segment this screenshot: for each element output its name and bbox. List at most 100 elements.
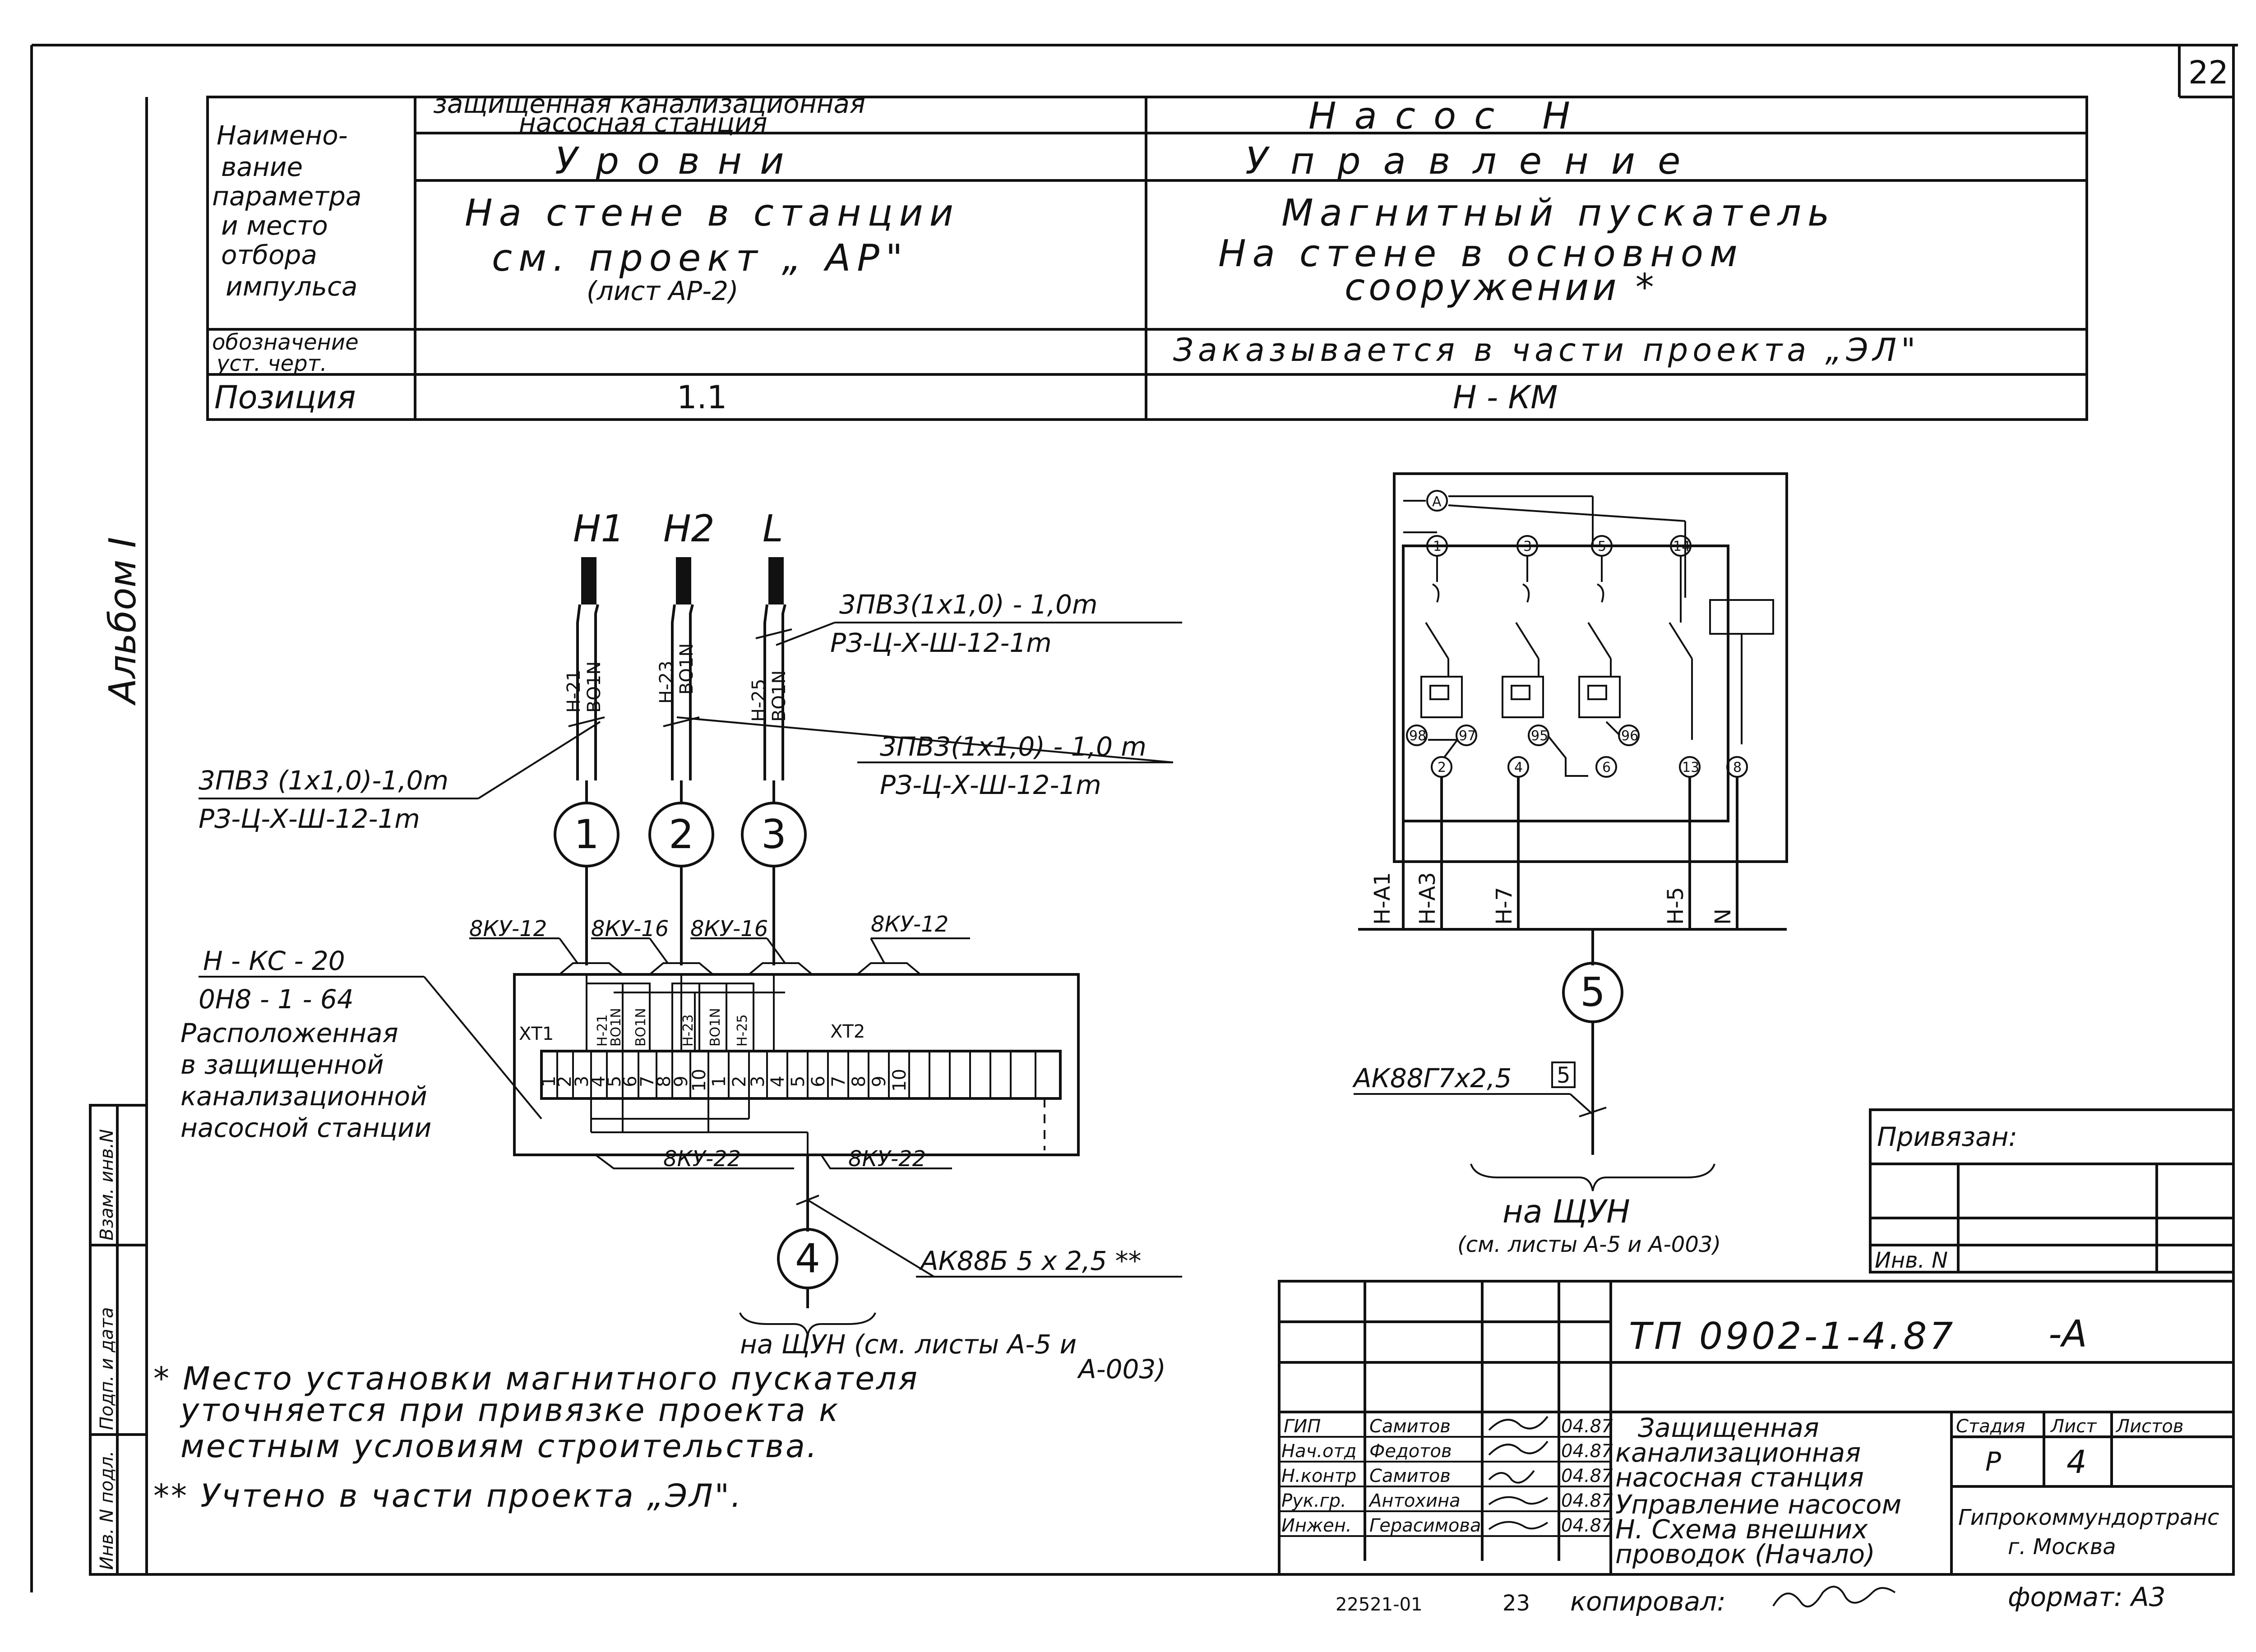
wire-h-a1: Н-А1 (1370, 872, 1395, 925)
top-contact-3: 3 (1523, 539, 1532, 554)
title-suffix: -А (2048, 1313, 2087, 1356)
dest-4-line-1: на ЩУН (см. листы А-5 и (740, 1329, 1077, 1360)
wire-tag-h23-b: ВО1N (676, 643, 697, 695)
cable-4-label: АК88Б 5 х 2,5 ** (919, 1246, 1142, 1276)
terminal-xt1-6: 6 (620, 1076, 641, 1087)
col1-name-2: насосная станция (519, 107, 767, 138)
date-4: 04.87 (1561, 1490, 1613, 1511)
param-header-5: отбора (221, 240, 317, 270)
param-table (206, 96, 2088, 421)
dest-5-line-2: (см. листы А-5 и А-003) (1457, 1232, 1721, 1257)
circle-5-label: 5 (1580, 969, 1605, 1015)
terminal-xt2-7: 7 (828, 1076, 849, 1087)
gland-label-4: 8КУ-12 (871, 912, 948, 937)
terminal-xt2-9: 9 (869, 1076, 890, 1087)
wire-h-7: Н-7 (1492, 887, 1517, 925)
a-label: А (1432, 494, 1442, 510)
signatures (1488, 1416, 1549, 1530)
wire-tag-h21-b: ВО1N (584, 661, 605, 713)
side-stamp (89, 1104, 148, 1576)
note-3: местным условиям строительства. (180, 1428, 818, 1465)
top-contact-5: 5 (1598, 539, 1606, 554)
note-4: ** Учтено в части проекта „ЭЛ". (153, 1477, 743, 1514)
role-gip: ГИП (1284, 1416, 1321, 1437)
box-tag-4: Н-23 (680, 1014, 696, 1047)
col2-drawing: Заказывается в части проекта „ЭЛ" (1173, 332, 1920, 369)
copier-signature (1772, 1586, 1896, 1608)
desc-6: проводок (Начало) (1615, 1539, 1875, 1569)
gland-label-3: 8КУ-16 (690, 916, 768, 941)
stamp-podp-data: Подп. и дата (97, 1307, 117, 1430)
box-tag-3: ВО1N (633, 1008, 649, 1047)
box-tag-2: ВО1N (608, 1008, 624, 1047)
terminal-xt1-1: 1 (539, 1076, 559, 1087)
circle-1-label: 1 (574, 811, 599, 858)
terminal-xt1-9: 9 (671, 1076, 692, 1087)
privyazan-inv: Инв. N (1875, 1248, 1948, 1273)
name-3: Самитов (1369, 1466, 1451, 1486)
name-2: Федотов (1369, 1441, 1452, 1462)
terminal-xt2-1: 1 (709, 1076, 730, 1087)
contact-8: 8 (1733, 760, 1742, 775)
terminal-xt2-4: 4 (767, 1076, 788, 1087)
stamp-vzam-inv: Взам. инв.N (97, 1129, 117, 1241)
contact-2: 2 (1438, 760, 1446, 775)
sensor-label-h2: Н2 (663, 508, 715, 550)
xt2-label: ХТ2 (830, 1021, 865, 1042)
left-diagram (199, 557, 1182, 1336)
box-tag-5: ВО1N (707, 1008, 723, 1047)
note-2: уточняется при привязке проекта к (180, 1392, 840, 1429)
wire-h-a3: Н-А3 (1415, 872, 1440, 925)
sheets-label: Листов (2115, 1416, 2183, 1437)
box-label-4: в защищенной (180, 1049, 384, 1080)
cable-5-box: 5 (1557, 1063, 1571, 1088)
wire-tag-h25-b: ВО1N (769, 670, 790, 722)
desc-2: канализационная (1615, 1437, 1861, 1468)
sheet-number: 22 (2188, 54, 2228, 91)
footer-number: 22521-01 (1336, 1594, 1423, 1615)
desc-3: насосная станция (1615, 1462, 1864, 1493)
box-tag-6: Н-25 (735, 1014, 750, 1047)
sensor-label-l: L (763, 508, 783, 550)
xt1-label: ХТ1 (519, 1024, 554, 1044)
gland-label-1: 8КУ-12 (469, 916, 547, 941)
param-header-1: Наимено- (217, 120, 348, 151)
name-1: Самитов (1369, 1416, 1451, 1437)
top-contact-14: 14 (1673, 539, 1690, 554)
col1-position: 1.1 (677, 379, 727, 416)
box-tag-1: Н-21 (595, 1014, 610, 1047)
box-label-2: 0Н8 - 1 - 64 (199, 984, 354, 1015)
org-name: Гипрокоммундортранс (1958, 1505, 2219, 1530)
right-diagram (1354, 472, 1788, 1191)
title-code: ТП 0902-1-4.87 (1629, 1315, 1956, 1358)
box-label-3: Расположенная (180, 1018, 398, 1048)
contact-97: 97 (1459, 728, 1476, 744)
dest-5-line-1: на ЩУН (1502, 1193, 1630, 1230)
circle-3-label: 3 (761, 811, 786, 858)
cable-right-2-top: 3ПВ3(1х1,0) - 1,0 m (880, 731, 1146, 762)
col2-place-3: сооружении * (1345, 266, 1658, 309)
dest-4-line-2: А-003) (1077, 1354, 1166, 1384)
album-label: Альбом I (102, 537, 144, 706)
col2-name: Насос Н (1308, 95, 1588, 138)
contact-96: 96 (1621, 728, 1638, 744)
contact-6: 6 (1602, 760, 1611, 775)
name-4: Антохина (1368, 1490, 1461, 1511)
cable-right-2-bottom: РЗ-Ц-Х-Ш-12-1m (880, 770, 1101, 800)
col2-param: Управление (1245, 140, 1703, 183)
terminal-xt2-5: 5 (788, 1076, 809, 1087)
param-header-6: импульса (226, 271, 357, 302)
name-5: Герасимова (1369, 1515, 1481, 1536)
terminal-xt1-4: 4 (588, 1076, 609, 1087)
desc-4: Управление насосом (1615, 1489, 1901, 1520)
date-5: 04.87 (1561, 1515, 1613, 1536)
col1-place-3: (лист АР-2) (587, 276, 739, 306)
wire-tag-h25: Н-25 (749, 679, 769, 722)
stage-value: Р (1985, 1446, 2001, 1477)
date-3: 04.87 (1561, 1466, 1613, 1486)
col2-position: Н - КМ (1453, 379, 1558, 416)
footer-copied: копировал: (1570, 1586, 1726, 1617)
contact-13: 13 (1682, 760, 1699, 775)
param-header-4: и место (221, 210, 328, 241)
terminal-xt1-10: 10 (689, 1069, 710, 1092)
